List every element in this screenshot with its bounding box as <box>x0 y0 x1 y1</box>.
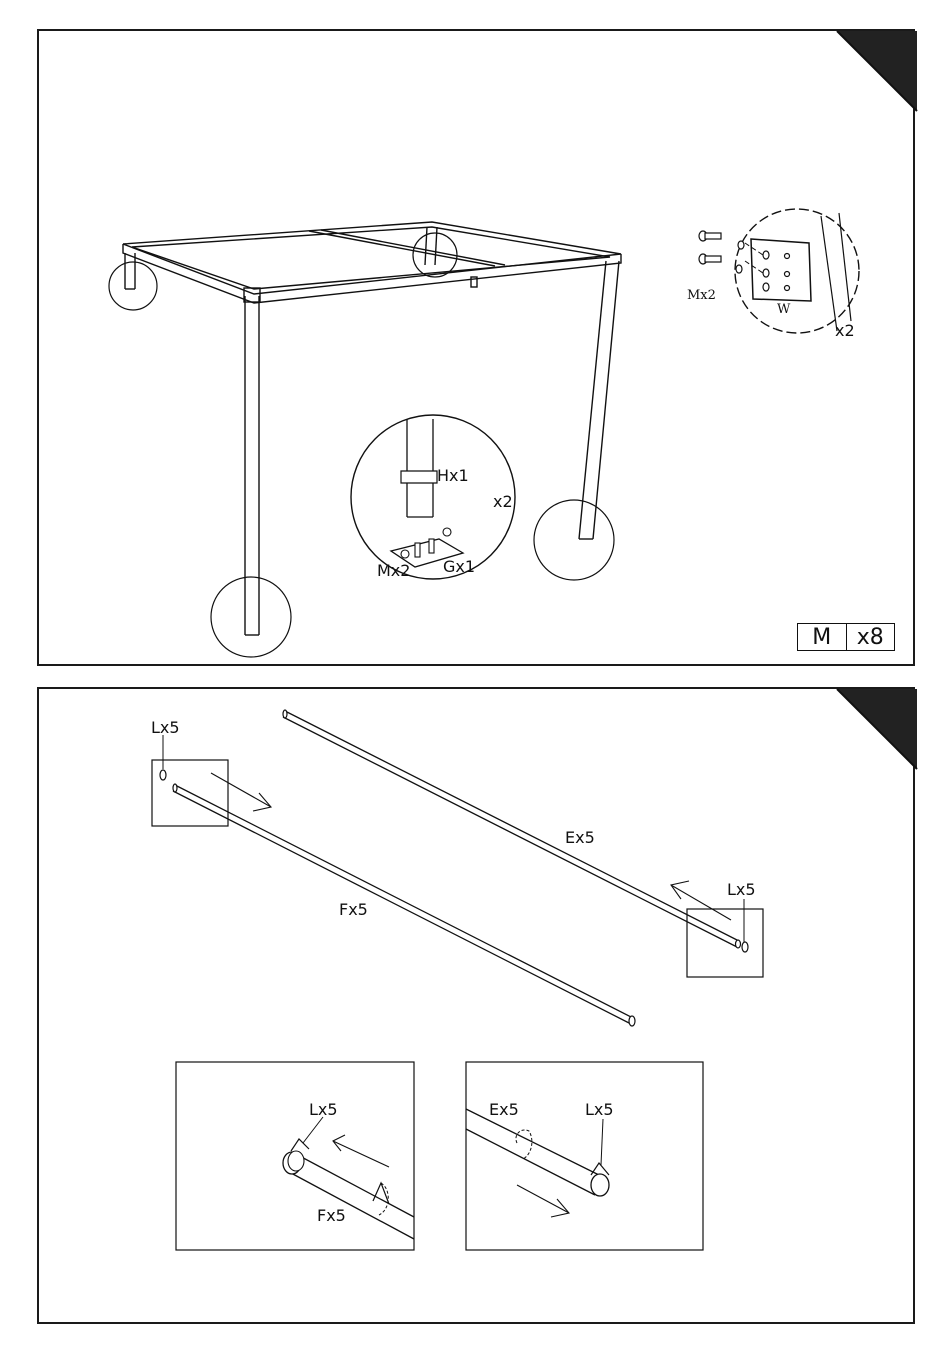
foot-plate-label: Gx1 <box>443 557 475 576</box>
detail-left-clip-label: Lx5 <box>309 1100 338 1119</box>
clip-label-right: Lx5 <box>727 880 756 899</box>
detail-left-pole-label: Fx5 <box>317 1206 346 1225</box>
clip-label-left: Lx5 <box>151 718 180 737</box>
pole-assembly-drawing: Lx5 Lx5 Ex5 Fx5 Lx5 <box>39 689 917 1326</box>
pole-e-label: Ex5 <box>565 828 595 847</box>
hinge-part-h <box>401 471 437 483</box>
screw-label-mx2-top: Mx2 <box>687 288 716 303</box>
hinge-label: Hx1 <box>437 466 469 485</box>
quantity-value: x8 <box>846 624 895 650</box>
screw-quantity-box: M x8 <box>797 623 895 651</box>
pole-assembly-step-panel: Lx5 Lx5 Ex5 Fx5 Lx5 <box>37 687 915 1324</box>
callout-count-x2: x2 <box>835 321 855 340</box>
assembly-step-panel-frame: Mx2 W x2 Hx1 x2 Mx2 Gx1 <box>37 29 915 666</box>
pole-f-label: Fx5 <box>339 900 368 919</box>
detail-circles <box>109 233 614 657</box>
quantity-part-letter: M <box>798 624 846 650</box>
foot-screw-label: Mx2 <box>377 561 410 580</box>
plate-label-w: W <box>777 302 791 317</box>
right-clip-callout: Lx5 <box>671 880 763 977</box>
detail-right-pole-label: Ex5 <box>489 1100 519 1119</box>
foot-callout-count: x2 <box>493 492 513 511</box>
detail-box-pole-f: Lx5 Fx5 <box>176 1062 414 1250</box>
bracket-plate-callout: Mx2 W x2 <box>687 209 859 340</box>
foot-plate-callout: Hx1 x2 Mx2 Gx1 <box>351 415 515 580</box>
pole-f <box>173 784 635 1026</box>
frame-assembly-drawing: Mx2 W x2 Hx1 x2 Mx2 Gx1 <box>39 31 917 668</box>
detail-box-pole-e: Ex5 Lx5 <box>466 1062 703 1250</box>
plate-w <box>751 239 811 301</box>
canopy-frame <box>123 222 621 635</box>
detail-right-clip-label: Lx5 <box>585 1100 614 1119</box>
